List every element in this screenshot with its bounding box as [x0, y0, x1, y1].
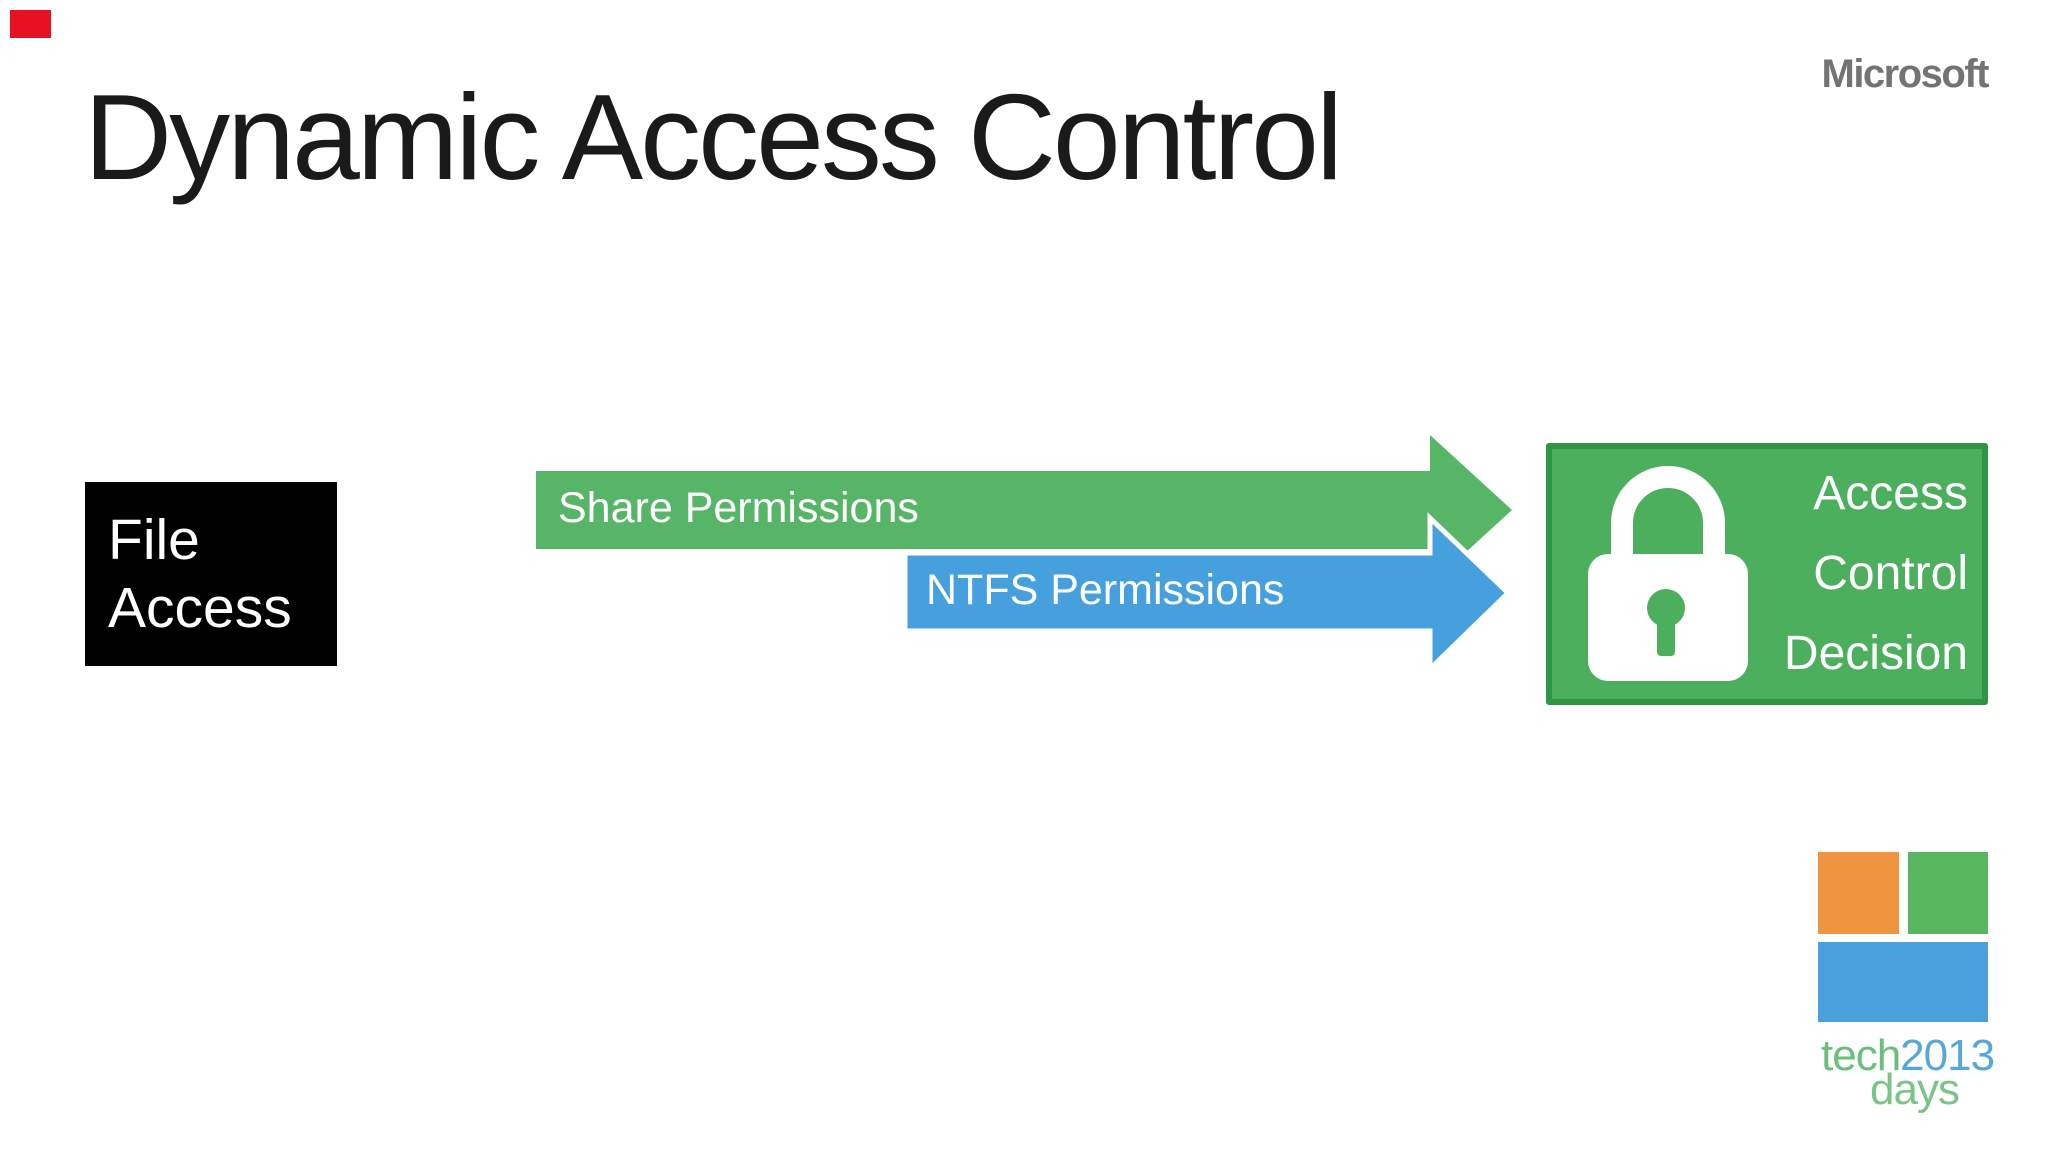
red-corner-marker: [10, 10, 51, 38]
techdays-orange-square: [1818, 852, 1899, 934]
share-permissions-arrow-shape: [536, 435, 1512, 585]
ntfs-permissions-label: NTFS Permissions: [926, 566, 1285, 614]
microsoft-logo: Microsoft: [1821, 52, 1990, 96]
file-access-box: File Access: [85, 482, 337, 666]
access-control-decision-box: Access Control Decision: [1546, 443, 1988, 705]
techdays-green-square: [1908, 852, 1988, 934]
techdays-wordmark: tech2013: [1821, 1031, 1995, 1080]
share-permissions-label: Share Permissions: [558, 484, 919, 532]
techdays-blue-rect: [1818, 942, 1988, 1022]
decision-line-3: Decision: [1783, 627, 1968, 680]
techdays-days-text: days: [1870, 1065, 1960, 1114]
lock-icon: [1588, 466, 1748, 681]
ntfs-permissions-arrow-shape: [902, 512, 1512, 675]
decision-line-1: Access: [1813, 467, 1968, 520]
techdays-tech-text: tech: [1821, 1031, 1901, 1080]
file-access-label: File Access: [108, 507, 292, 640]
slide-title: Dynamic Access Control: [84, 69, 1343, 205]
decision-line-2: Control: [1813, 547, 1968, 600]
techdays-year-text: 2013: [1900, 1031, 1995, 1080]
decision-text-block: Access Control Decision: [1748, 454, 1982, 694]
